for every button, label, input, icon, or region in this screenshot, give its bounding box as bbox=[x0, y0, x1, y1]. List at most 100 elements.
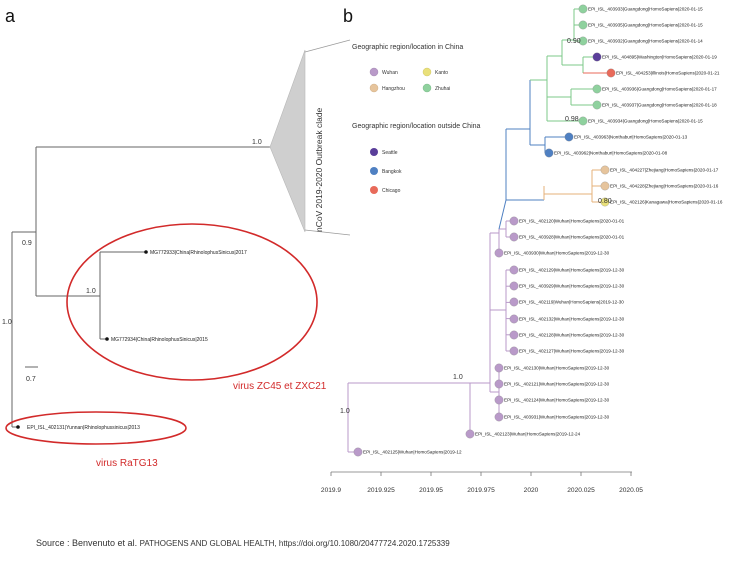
tip-node bbox=[509, 314, 519, 324]
tip-node bbox=[494, 248, 504, 258]
scale-bar-label: 0.7 bbox=[26, 376, 36, 383]
tip-label: EPI_ISL_402121|Wuhan|HomoSapiens|2019-12… bbox=[504, 382, 610, 387]
axis-tick-label: 2019.925 bbox=[367, 487, 395, 494]
tip-label: EPI_ISL_402129|Wuhan|HomoSapiens|2019-12… bbox=[519, 268, 625, 273]
annotation-zc45: virus ZC45 et ZXC21 bbox=[233, 381, 327, 392]
tip-node bbox=[494, 395, 504, 405]
tip-node bbox=[600, 165, 610, 175]
tip-label: EPI_ISL_402119|Wuhan|HomoSapiens|2019-12… bbox=[519, 300, 624, 305]
time-axis: 2019.9 2019.925 2019.95 2019.975 2020 2020.02… bbox=[321, 471, 643, 494]
source-prefix: Source : Benvenuto et al. bbox=[36, 538, 140, 548]
support-value: 1.0 bbox=[340, 408, 350, 415]
axis-tick-label: 2020.025 bbox=[567, 487, 595, 494]
tip-dot bbox=[16, 425, 20, 429]
tip-dot bbox=[144, 250, 148, 254]
tip-label: EPI_ISL_403928|Wuhan|HomoSapiens|2020-01… bbox=[519, 235, 625, 240]
tip-label: EPI_ISL_402131|Yunnan|Rhinolophussinicus… bbox=[27, 425, 140, 431]
legend-swatch-wuhan bbox=[369, 67, 379, 77]
zoom-connector bbox=[304, 39, 351, 53]
legend-item: Hangzhou bbox=[382, 86, 405, 92]
tip-node bbox=[509, 330, 519, 340]
tip-node bbox=[509, 265, 519, 275]
tree-branch bbox=[498, 199, 507, 230]
panel-a-label: a bbox=[5, 6, 16, 26]
outbreak-clade-label: nCoV 2019-2020 Outbreak clade bbox=[314, 107, 324, 232]
highlight-ellipse bbox=[66, 223, 318, 381]
tip-label: EPI_ISL_403932|Guangdong|HomoSapiens|202… bbox=[588, 39, 703, 44]
support-value: 0.90 bbox=[567, 38, 581, 45]
axis-tick-label: 2019.975 bbox=[467, 487, 495, 494]
tip-node bbox=[592, 52, 602, 62]
outbreak-clade-triangle bbox=[269, 49, 306, 233]
tip-label: EPI_ISL_404227|Zhejiang|HomoSapiens|2020… bbox=[610, 168, 719, 173]
support-value: 0.9 bbox=[22, 240, 32, 247]
support-value: 1.0 bbox=[86, 288, 96, 295]
source-journal: PATHOGENS AND GLOBAL HEALTH, https://doi… bbox=[139, 539, 450, 548]
source-citation: Source : Benvenuto et al. PATHOGENS AND … bbox=[36, 538, 450, 548]
legend-item: Kanto bbox=[435, 70, 448, 76]
panel-b-label: b bbox=[343, 6, 353, 26]
support-value: 0.80 bbox=[598, 198, 612, 205]
tip-label: EPI_ISL_403933|Guangdong|HomoSapiens|202… bbox=[588, 7, 703, 12]
tip-label: EPI_ISL_403936|Guangdong|HomoSapiens|202… bbox=[602, 87, 717, 92]
legend-swatch-hangzhou bbox=[369, 83, 379, 93]
tip-node bbox=[494, 412, 504, 422]
panel-a-tree bbox=[11, 146, 270, 428]
support-value: 1.0 bbox=[252, 139, 262, 146]
tip-label: EPI_ISL_402120|Wuhan|HomoSapiens|2020-01… bbox=[519, 219, 625, 224]
tip-label: EPI_ISL_402128|Wuhan|HomoSapiens|2019-12… bbox=[519, 333, 625, 338]
tip-label: EPI_ISL_402132|Wuhan|HomoSapiens|2019-12… bbox=[519, 317, 625, 322]
tip-label: EPI_ISL_403934|Guangdong|HomoSapiens|202… bbox=[588, 119, 703, 124]
legend-swatch-chicago bbox=[370, 186, 378, 194]
tip-node bbox=[578, 36, 588, 46]
tip-node bbox=[544, 148, 554, 158]
legend-item: Chicago bbox=[382, 188, 401, 194]
tip-node bbox=[465, 429, 475, 439]
tip-label: EPI_ISL_402126|Kanagawa|HomoSapiens|2020… bbox=[610, 200, 723, 205]
tip-label: EPI_ISL_404228|Zhejiang|HomoSapiens|2020… bbox=[610, 184, 719, 189]
panel-b-tree: EPI_ISL_403933|Guangdong|HomoSapiens|202… bbox=[347, 4, 723, 457]
tip-node bbox=[509, 232, 519, 242]
axis-tick-label: 2019.9 bbox=[321, 487, 342, 494]
tip-node bbox=[509, 216, 519, 226]
legend-item: Zhuhai bbox=[435, 86, 450, 92]
axis-tick-label: 2019.95 bbox=[419, 487, 443, 494]
tip-label: EPI_ISL_403963|Nonthaburi|HomoSapiens|20… bbox=[574, 135, 688, 140]
tip-label: EPI_ISL_403937|Guangdong|HomoSapiens|202… bbox=[602, 103, 717, 108]
tip-node bbox=[606, 68, 616, 78]
annotation-ratg13: virus RaTG13 bbox=[96, 458, 158, 469]
legend-title-outside: Geographic region/location outside China bbox=[352, 123, 481, 130]
tip-label: EPI_ISL_404253|Illinois|HomoSapiens|2020… bbox=[616, 71, 720, 76]
tip-label: EPI_ISL_402123|Wuhan|HomoSapiens|2019-12… bbox=[475, 432, 581, 437]
tip-node bbox=[578, 116, 588, 126]
zoom-connector bbox=[304, 229, 351, 236]
axis-tick-label: 2020.05 bbox=[619, 487, 643, 494]
tip-node bbox=[592, 84, 602, 94]
support-value: 0.98 bbox=[565, 116, 579, 123]
tip-label: EPI_ISL_402130|Wuhan|HomoSapiens|2019-12… bbox=[504, 366, 610, 371]
tip-node bbox=[494, 379, 504, 389]
tip-node bbox=[509, 297, 519, 307]
tip-label: EPI_ISL_403962|Nonthaburi|HomoSapiens|20… bbox=[554, 151, 668, 156]
tip-node bbox=[353, 447, 363, 457]
tip-label: EPI_ISL_402124|Wuhan|HomoSapiens|2019-12… bbox=[504, 398, 610, 403]
tip-label: EPI_ISL_402127|Wuhan|HomoSapiens|2019-12… bbox=[519, 349, 625, 354]
legend-swatch-bangkok bbox=[370, 167, 378, 175]
legend-swatch-seattle bbox=[370, 148, 378, 156]
tip-node bbox=[600, 197, 610, 207]
tip-node bbox=[600, 181, 610, 191]
tip-node bbox=[494, 363, 504, 373]
tip-label: MG772933|China|RhinolophusSinicus|2017 bbox=[150, 250, 247, 256]
tip-node bbox=[578, 20, 588, 30]
legend-swatch-kanto bbox=[422, 67, 432, 77]
axis-tick-label: 2020 bbox=[524, 487, 539, 494]
tip-node bbox=[578, 4, 588, 14]
tip-label: EPI_ISL_404895|Washington|HomoSapiens|20… bbox=[602, 55, 717, 60]
tip-node bbox=[509, 346, 519, 356]
support-value: 1.0 bbox=[2, 319, 12, 326]
legend-item: Wuhan bbox=[382, 70, 398, 76]
support-value: 1.0 bbox=[453, 374, 463, 381]
tip-node bbox=[509, 281, 519, 291]
tip-label: MG772934|China|RhinolophusSinicus|2015 bbox=[111, 337, 208, 343]
